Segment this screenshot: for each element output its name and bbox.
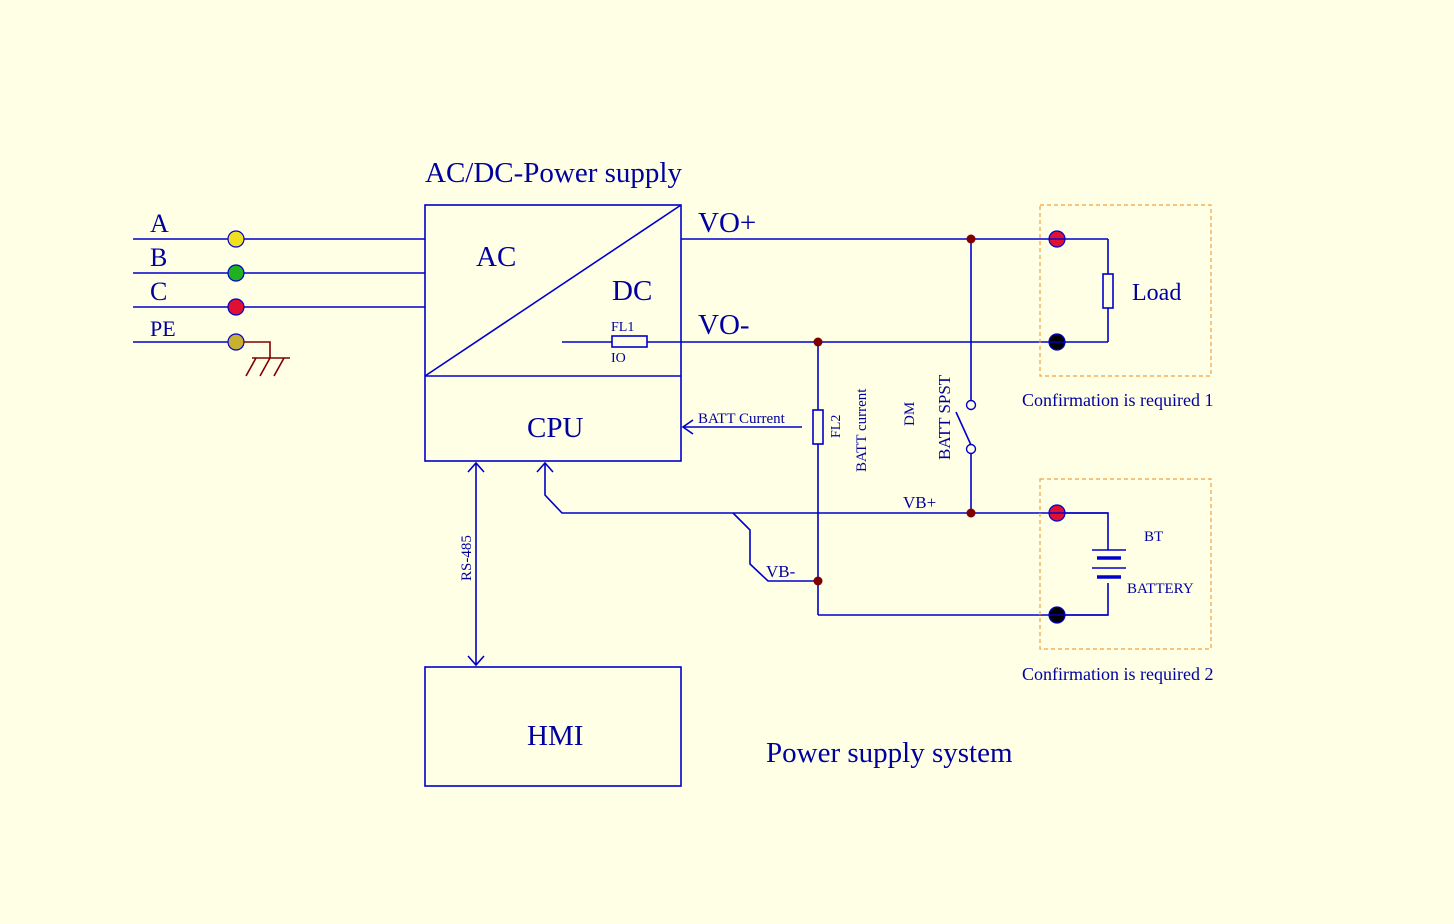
battery-confirmation-frame (1039, 478, 1212, 650)
phase-c-label: C (150, 277, 167, 306)
battery-icon (1092, 549, 1126, 579)
vb-minus-wire (732, 512, 818, 582)
io-label: IO (611, 351, 626, 366)
junction-vo-plus (966, 234, 976, 244)
battery-label: BATTERY (1127, 581, 1194, 597)
vb-plus-wire (544, 463, 1108, 514)
hmi-block: HMI (424, 666, 682, 787)
load-confirmation-frame (1039, 204, 1212, 377)
junctions (813, 234, 976, 586)
input-lines: A B C PE (133, 209, 425, 351)
batt-spst-switch: BATT SPST DM (902, 239, 977, 513)
battery-minus-wire (1065, 583, 1109, 616)
hmi-label: HMI (527, 720, 583, 752)
battery-confirmation-caption: Confirmation is required 2 (1022, 664, 1213, 684)
load-resistor-icon (1102, 273, 1114, 309)
battery-box: BT BATTERY Confirmation is required 2 (1022, 478, 1213, 684)
phase-a-terminal (227, 230, 245, 248)
junction-vb-minus (813, 576, 823, 586)
phase-b-terminal (227, 264, 245, 282)
junction-vb-plus (966, 508, 976, 518)
fl2-branch: FL2 BATT current BATT Current (681, 342, 1108, 616)
vo-minus-label: VO- (698, 309, 750, 341)
acdc-diagonal (424, 204, 682, 377)
rs485-label: RS-485 (459, 535, 475, 581)
load-box: Load Confirmation is required 1 (1022, 204, 1213, 410)
phase-c-terminal (227, 298, 245, 316)
dc-label: DC (612, 275, 652, 307)
rs485-arrowhead-top-icon (467, 461, 485, 473)
phase-a-label: A (150, 209, 169, 238)
junction-vo-minus (813, 337, 823, 347)
switch-blade (955, 411, 972, 446)
fl2-shunt-icon (812, 409, 824, 445)
acdc-converter: AC DC CPU FL1 IO (424, 204, 682, 462)
load-confirmation-caption: Confirmation is required 1 (1022, 390, 1213, 410)
ground-icon (244, 341, 290, 377)
rs485-link: RS-485 (459, 461, 485, 667)
diagram-title: AC/DC-Power supply (425, 157, 682, 189)
bt-label: BT (1144, 529, 1163, 545)
vo-plus-label: VO+ (698, 207, 756, 239)
vb-minus-label: VB- (766, 562, 796, 581)
switch-lower-contact (965, 443, 977, 455)
batt-spst-label: BATT SPST (935, 374, 954, 460)
battery-plus-wire (1065, 512, 1109, 550)
converter-frame (424, 204, 682, 462)
pe-terminal (227, 333, 245, 351)
vb-plus-label: VB+ (903, 493, 936, 512)
dm-label: DM (902, 402, 918, 426)
diagram-caption: Power supply system (766, 737, 1013, 769)
phase-b-label: B (150, 243, 167, 272)
batt-current-arrowhead-icon (681, 419, 694, 435)
fl1-shunt-icon (611, 335, 648, 348)
vb-sense-lines: VB+ VB- (536, 461, 1108, 582)
load-label: Load (1132, 280, 1181, 306)
rs485-arrowhead-bottom-icon (467, 655, 485, 667)
cpu-label: CPU (527, 412, 583, 444)
ac-label: AC (476, 241, 516, 273)
fl2-label: FL2 (829, 415, 844, 438)
vb-plus-arrowhead-icon (536, 461, 554, 473)
output-rails: VO+ VO- (647, 207, 1109, 343)
switch-upper-contact (965, 399, 977, 411)
pe-label: PE (150, 316, 176, 341)
fl1-label: FL1 (611, 320, 634, 335)
batt-current-label: BATT Current (698, 411, 786, 427)
batt-current-vertical-label: BATT current (854, 388, 870, 472)
hmi-frame (424, 666, 682, 787)
